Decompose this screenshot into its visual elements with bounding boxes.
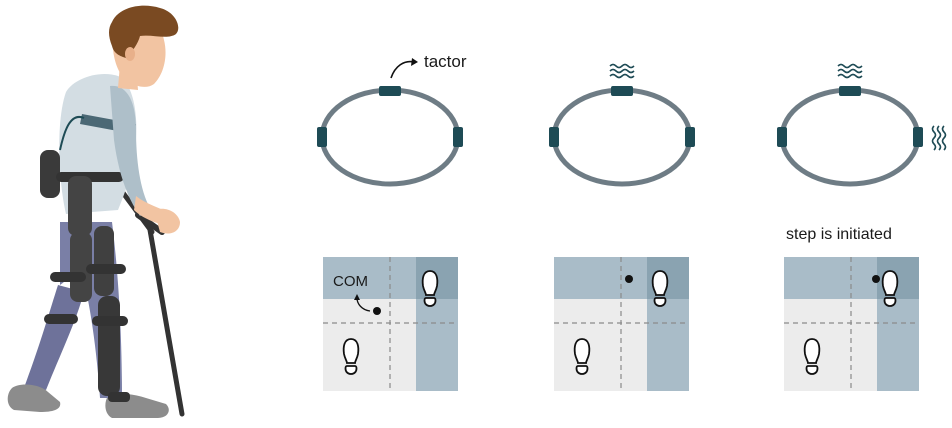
vibration-wave-icon [837,63,863,79]
footprint-icon [421,270,439,307]
com-dot [872,275,880,283]
footprint-icon [651,270,669,307]
tactor-left [777,127,787,147]
footprint-icon [342,338,360,375]
foot-panel-2 [554,257,689,391]
curved-arrow-icon [390,60,415,79]
tactor-label: tactor [424,52,467,71]
tactor-ring-1: tactor [317,52,467,187]
tactor-front [379,86,401,96]
footprint-icon [573,338,591,375]
foot-panel-3: step is initiated [784,226,919,391]
person-exoskeleton-illustration [7,5,185,418]
tactor-right [453,127,463,147]
tactor-right [913,127,923,147]
footprint-icon [881,270,899,307]
tactor-ring-2 [549,63,695,187]
vibration-wave-icon [609,63,635,79]
tactor-left [317,127,327,147]
back-shoe [7,384,61,412]
exoskeleton-brace [40,150,130,402]
step-initiated-label: step is initiated [786,226,892,243]
com-dot [373,307,381,315]
tactor-front [611,86,633,96]
head [109,5,179,87]
tactor-left [549,127,559,147]
belt-cable [59,115,85,151]
com-label: COM [333,273,368,290]
footprint-icon [803,338,821,375]
vibration-wave-icon [931,125,947,151]
com-dot [625,275,633,283]
tactor-right [685,127,695,147]
foot-panel-1: COM [323,257,458,391]
hand [154,208,180,234]
tactor-ring-3 [777,63,947,187]
tactor-front [839,86,861,96]
